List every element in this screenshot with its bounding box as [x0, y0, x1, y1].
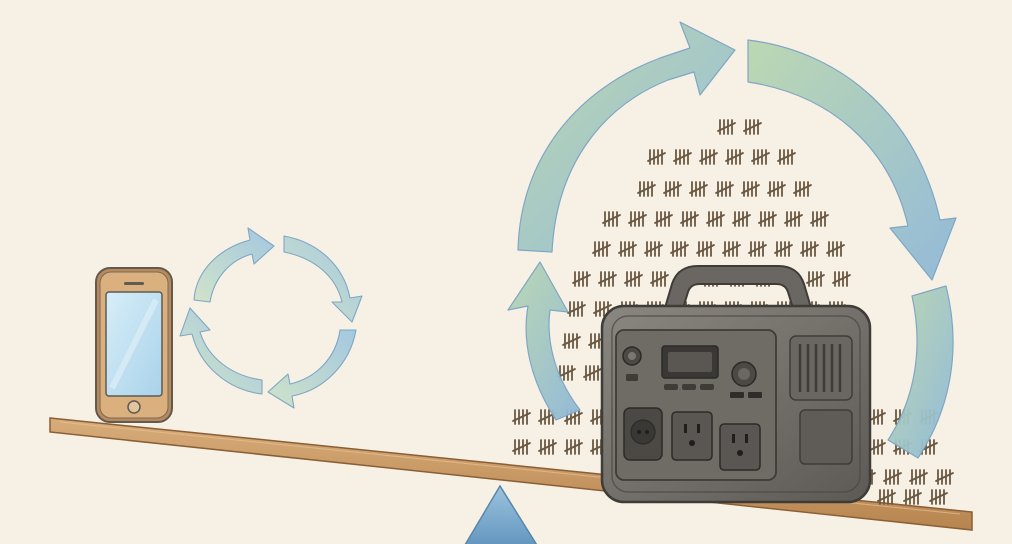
- tally-mark: [598, 271, 617, 287]
- tally-mark: [680, 211, 699, 227]
- tally-mark: [793, 181, 812, 197]
- tally-mark: [767, 181, 786, 197]
- tally-mark: [832, 271, 851, 287]
- tally-mark: [883, 469, 902, 485]
- tally-mark: [774, 241, 793, 257]
- tally-mark: [696, 241, 715, 257]
- tally-mark: [800, 241, 819, 257]
- tally-mark: [732, 211, 751, 227]
- tally-mark: [935, 469, 954, 485]
- tally-mark: [715, 181, 734, 197]
- tally-mark: [538, 439, 557, 455]
- tally-mark: [806, 271, 825, 287]
- tally-mark: [628, 211, 647, 227]
- smartphone-icon: [95, 267, 173, 423]
- tally-mark: [602, 211, 621, 227]
- small-recharge-cycle-icon: [179, 227, 363, 409]
- tally-mark: [567, 301, 586, 317]
- tally-mark: [722, 241, 741, 257]
- tally-mark: [562, 333, 581, 349]
- tally-mark: [572, 271, 591, 287]
- tally-mark: [877, 489, 896, 505]
- tally-mark: [673, 149, 692, 165]
- tally-mark: [751, 149, 770, 165]
- tally-mark: [810, 211, 829, 227]
- tally-mark: [624, 271, 643, 287]
- tally-mark: [903, 489, 922, 505]
- tally-mark: [670, 241, 689, 257]
- tally-mark: [644, 241, 663, 257]
- tally-mark: [706, 211, 725, 227]
- tally-mark: [663, 181, 682, 197]
- fulcrum-triangle: [464, 484, 538, 544]
- tally-mark: [512, 439, 531, 455]
- tally-mark: [699, 149, 718, 165]
- tally-mark: [777, 149, 796, 165]
- large-recharge-cycle-icon: [507, 21, 957, 459]
- tally-mark: [647, 149, 666, 165]
- tally-mark: [725, 149, 744, 165]
- tally-mark: [826, 241, 845, 257]
- tally-mark: [583, 365, 602, 381]
- tally-mark: [650, 271, 669, 287]
- tally-mark: [592, 241, 611, 257]
- tally-mark: [637, 181, 656, 197]
- tally-mark: [717, 119, 736, 135]
- tally-mark: [758, 211, 777, 227]
- portable-power-station-icon: [600, 265, 872, 504]
- tally-mark: [743, 119, 762, 135]
- tally-mark: [512, 409, 531, 425]
- tally-mark: [909, 469, 928, 485]
- tally-mark: [741, 181, 760, 197]
- tally-mark: [748, 241, 767, 257]
- tally-mark: [654, 211, 673, 227]
- tally-mark: [689, 181, 708, 197]
- tally-mark: [784, 211, 803, 227]
- tally-mark: [929, 489, 948, 505]
- tally-mark: [564, 439, 583, 455]
- tally-mark: [618, 241, 637, 257]
